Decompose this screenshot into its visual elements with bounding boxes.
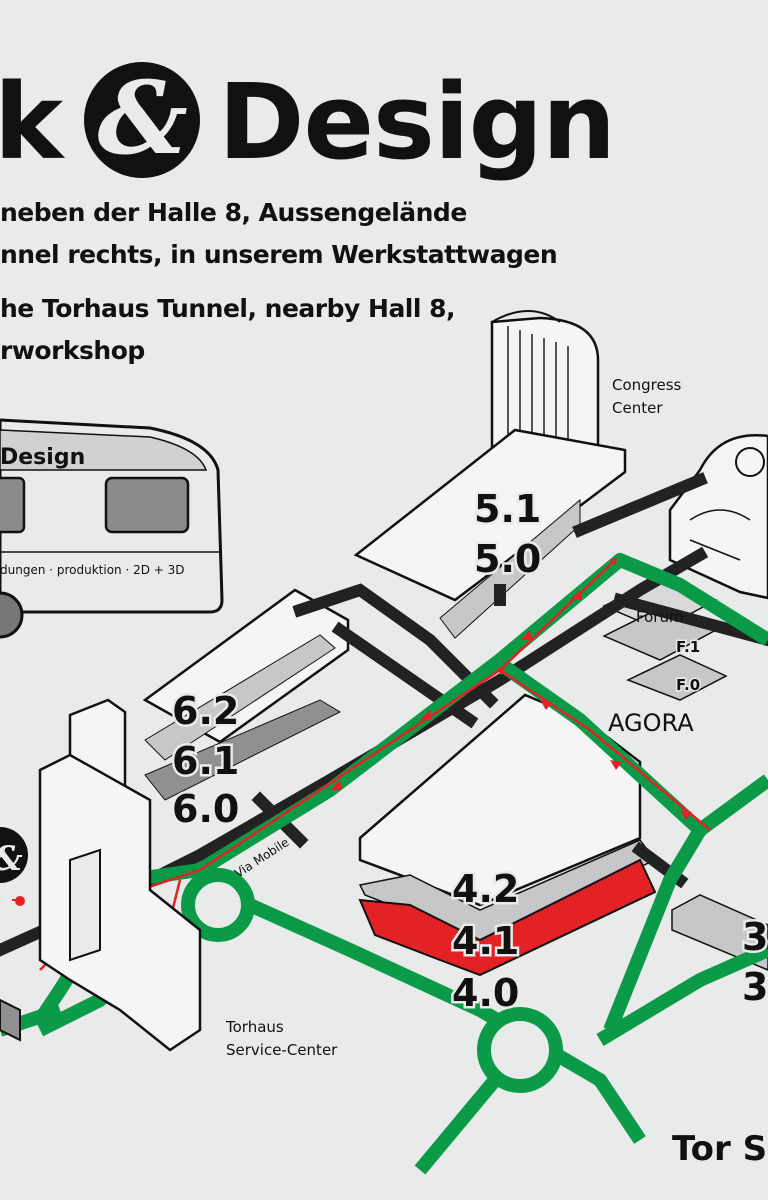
tor-sued-label: Tor Sü <box>672 1129 768 1169</box>
title-part-2: Design <box>218 61 616 183</box>
svg-text:&: & <box>0 839 23 879</box>
torhaus-building <box>0 698 202 1052</box>
hall-label-3-a: 3 <box>742 915 768 959</box>
trailer-tagline: dungen · produktion · 2D + 3D <box>0 563 185 577</box>
page-title: k&Design <box>0 62 768 182</box>
hall-number-labels: 5.1 5.0 6.2 6.1 6.0 4.2 4.1 4.0 3 3 <box>170 485 768 1018</box>
ampersand-logo-icon: & <box>84 62 201 178</box>
forum-label: Forum <box>636 608 684 626</box>
hall-label-5-1: 5.1 <box>474 487 541 531</box>
congress-center-label: Congress Center <box>612 376 682 417</box>
svg-text:Congress: Congress <box>612 376 682 394</box>
hall-label-6-0: 6.0 <box>172 787 239 831</box>
svg-text:Service-Center: Service-Center <box>226 1041 338 1059</box>
location-marker-icon: & <box>0 827 28 906</box>
hall-label-4-0: 4.0 <box>452 971 519 1015</box>
trailer-title: Design <box>0 445 85 470</box>
description-en-line-1: he Torhaus Tunnel, nearby Hall 8, <box>0 294 456 323</box>
hall-label-6-1: 6.1 <box>172 739 239 783</box>
title-part-1: k <box>0 61 63 183</box>
congress-center-building <box>490 310 600 454</box>
forum-labels: Forum F.1 F.0 <box>636 608 702 696</box>
hall-4-highlight <box>358 858 657 977</box>
roundabout-south <box>477 1007 563 1093</box>
description-de-line-1: neben der Halle 8, Aussengelände <box>0 198 467 227</box>
hall-label-4-2: 4.2 <box>452 867 519 911</box>
hall-3 <box>671 894 768 971</box>
forum-f1-label: F.1 <box>676 638 700 656</box>
description-en-line-2: rworkshop <box>0 336 145 365</box>
svg-text:Center: Center <box>612 399 663 417</box>
hall-label-4-1: 4.1 <box>452 919 519 963</box>
svg-text:Torhaus: Torhaus <box>225 1018 284 1036</box>
hall-label-5-0: 5.0 <box>474 537 541 581</box>
route-arrows <box>330 590 692 820</box>
torhaus-label: Torhaus Service-Center <box>225 1018 338 1059</box>
hall-label-3-b: 3 <box>742 965 768 1009</box>
roundabout-west <box>181 868 255 942</box>
forum-f0-label: F.0 <box>676 676 700 694</box>
workshop-trailer: Design dungen · produktion · 2D + 3D <box>0 418 224 639</box>
agora-label: AGORA <box>608 709 694 737</box>
hall-label-6-2: 6.2 <box>172 689 239 733</box>
dome-building <box>668 434 768 600</box>
description-de-line-2: nnel rechts, in unserem Werkstattwagen <box>0 240 558 269</box>
hall-4 <box>358 693 657 977</box>
hall-6 <box>142 588 350 801</box>
